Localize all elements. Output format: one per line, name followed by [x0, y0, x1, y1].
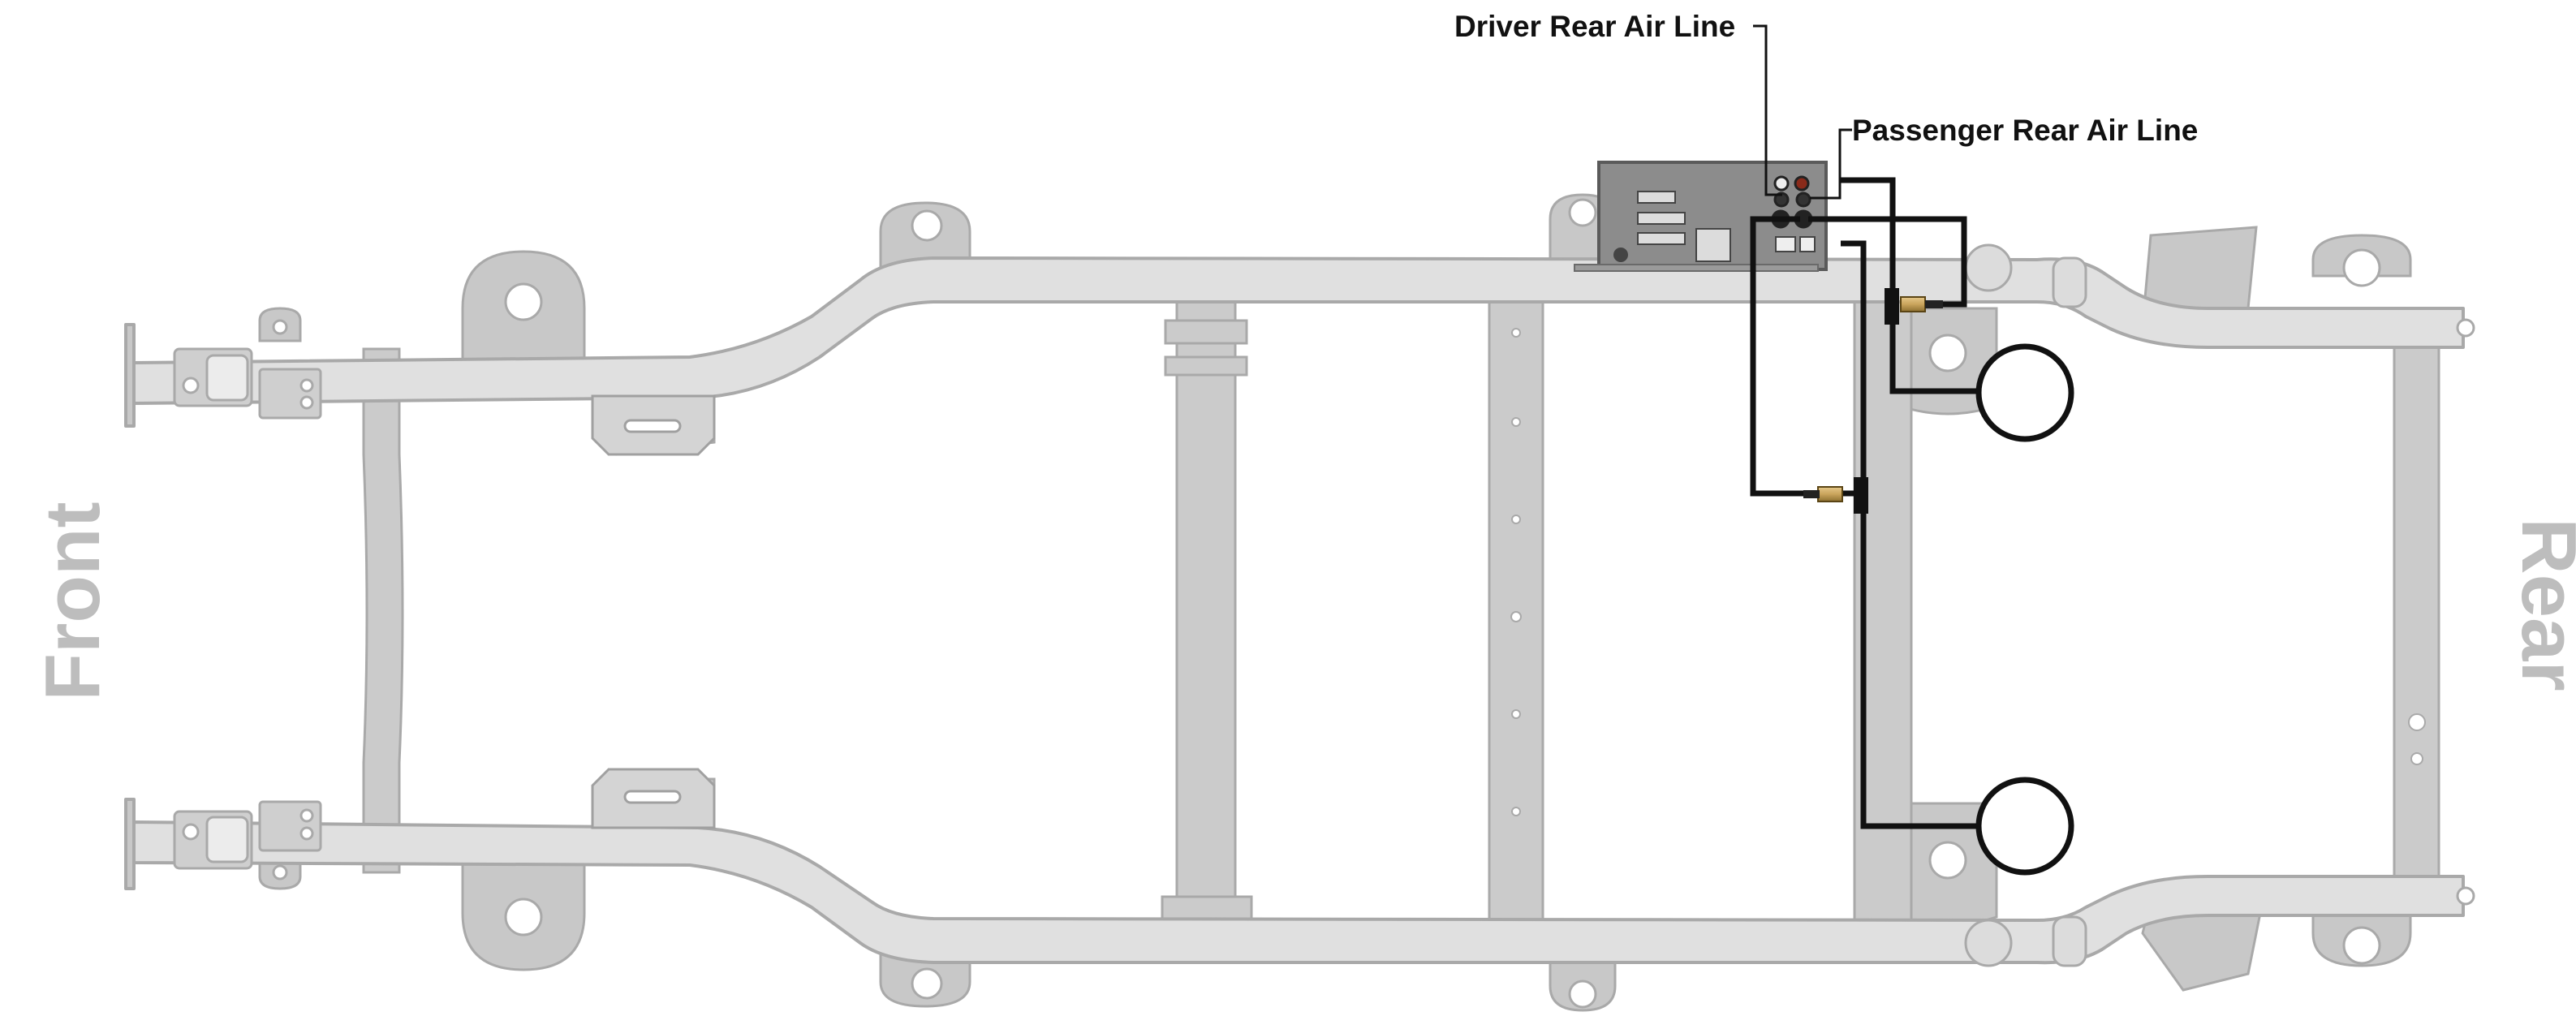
front-bumper-mounts: [173, 347, 322, 870]
upper-air-bag: [1975, 343, 2074, 442]
steering-brackets: [591, 394, 716, 829]
front-label: Front: [29, 502, 116, 701]
tee-fitting-lower: [1803, 477, 1868, 514]
frame-rails: [124, 256, 2465, 965]
compressor-manifold: [1574, 161, 1828, 272]
air-bags: [1975, 343, 2074, 876]
tee-fitting-upper: [1885, 288, 1943, 325]
lower-air-bag: [1975, 777, 2074, 876]
rear-label: Rear: [2505, 518, 2576, 691]
driver-rear-air-line-label: Driver Rear Air Line: [1454, 10, 1736, 43]
crossmember-holes: [1510, 328, 2426, 816]
passenger-rear-air-line: [1841, 177, 2022, 394]
passenger-rear-air-line-label: Passenger Rear Air Line: [1852, 114, 2199, 147]
